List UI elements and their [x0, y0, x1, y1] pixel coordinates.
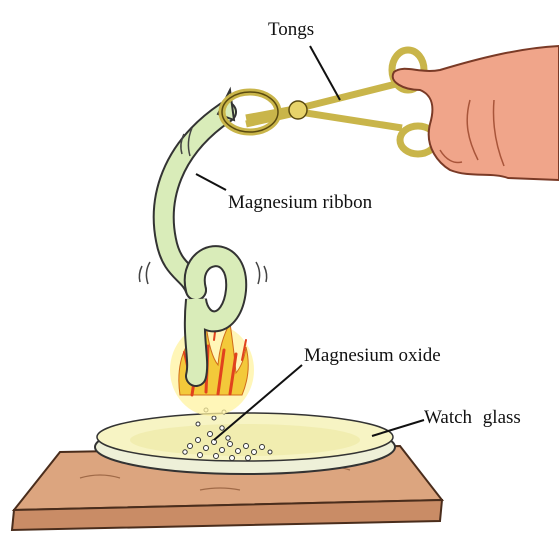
label-magnesium-oxide: Magnesium oxide: [304, 346, 441, 365]
label-tongs: Tongs: [268, 20, 314, 39]
flame: [170, 323, 254, 416]
label-watch-glass: Watch glass: [424, 408, 521, 427]
tongs: [222, 50, 436, 154]
hand: [393, 46, 559, 180]
label-magnesium-ribbon: Magnesium ribbon: [228, 193, 372, 212]
